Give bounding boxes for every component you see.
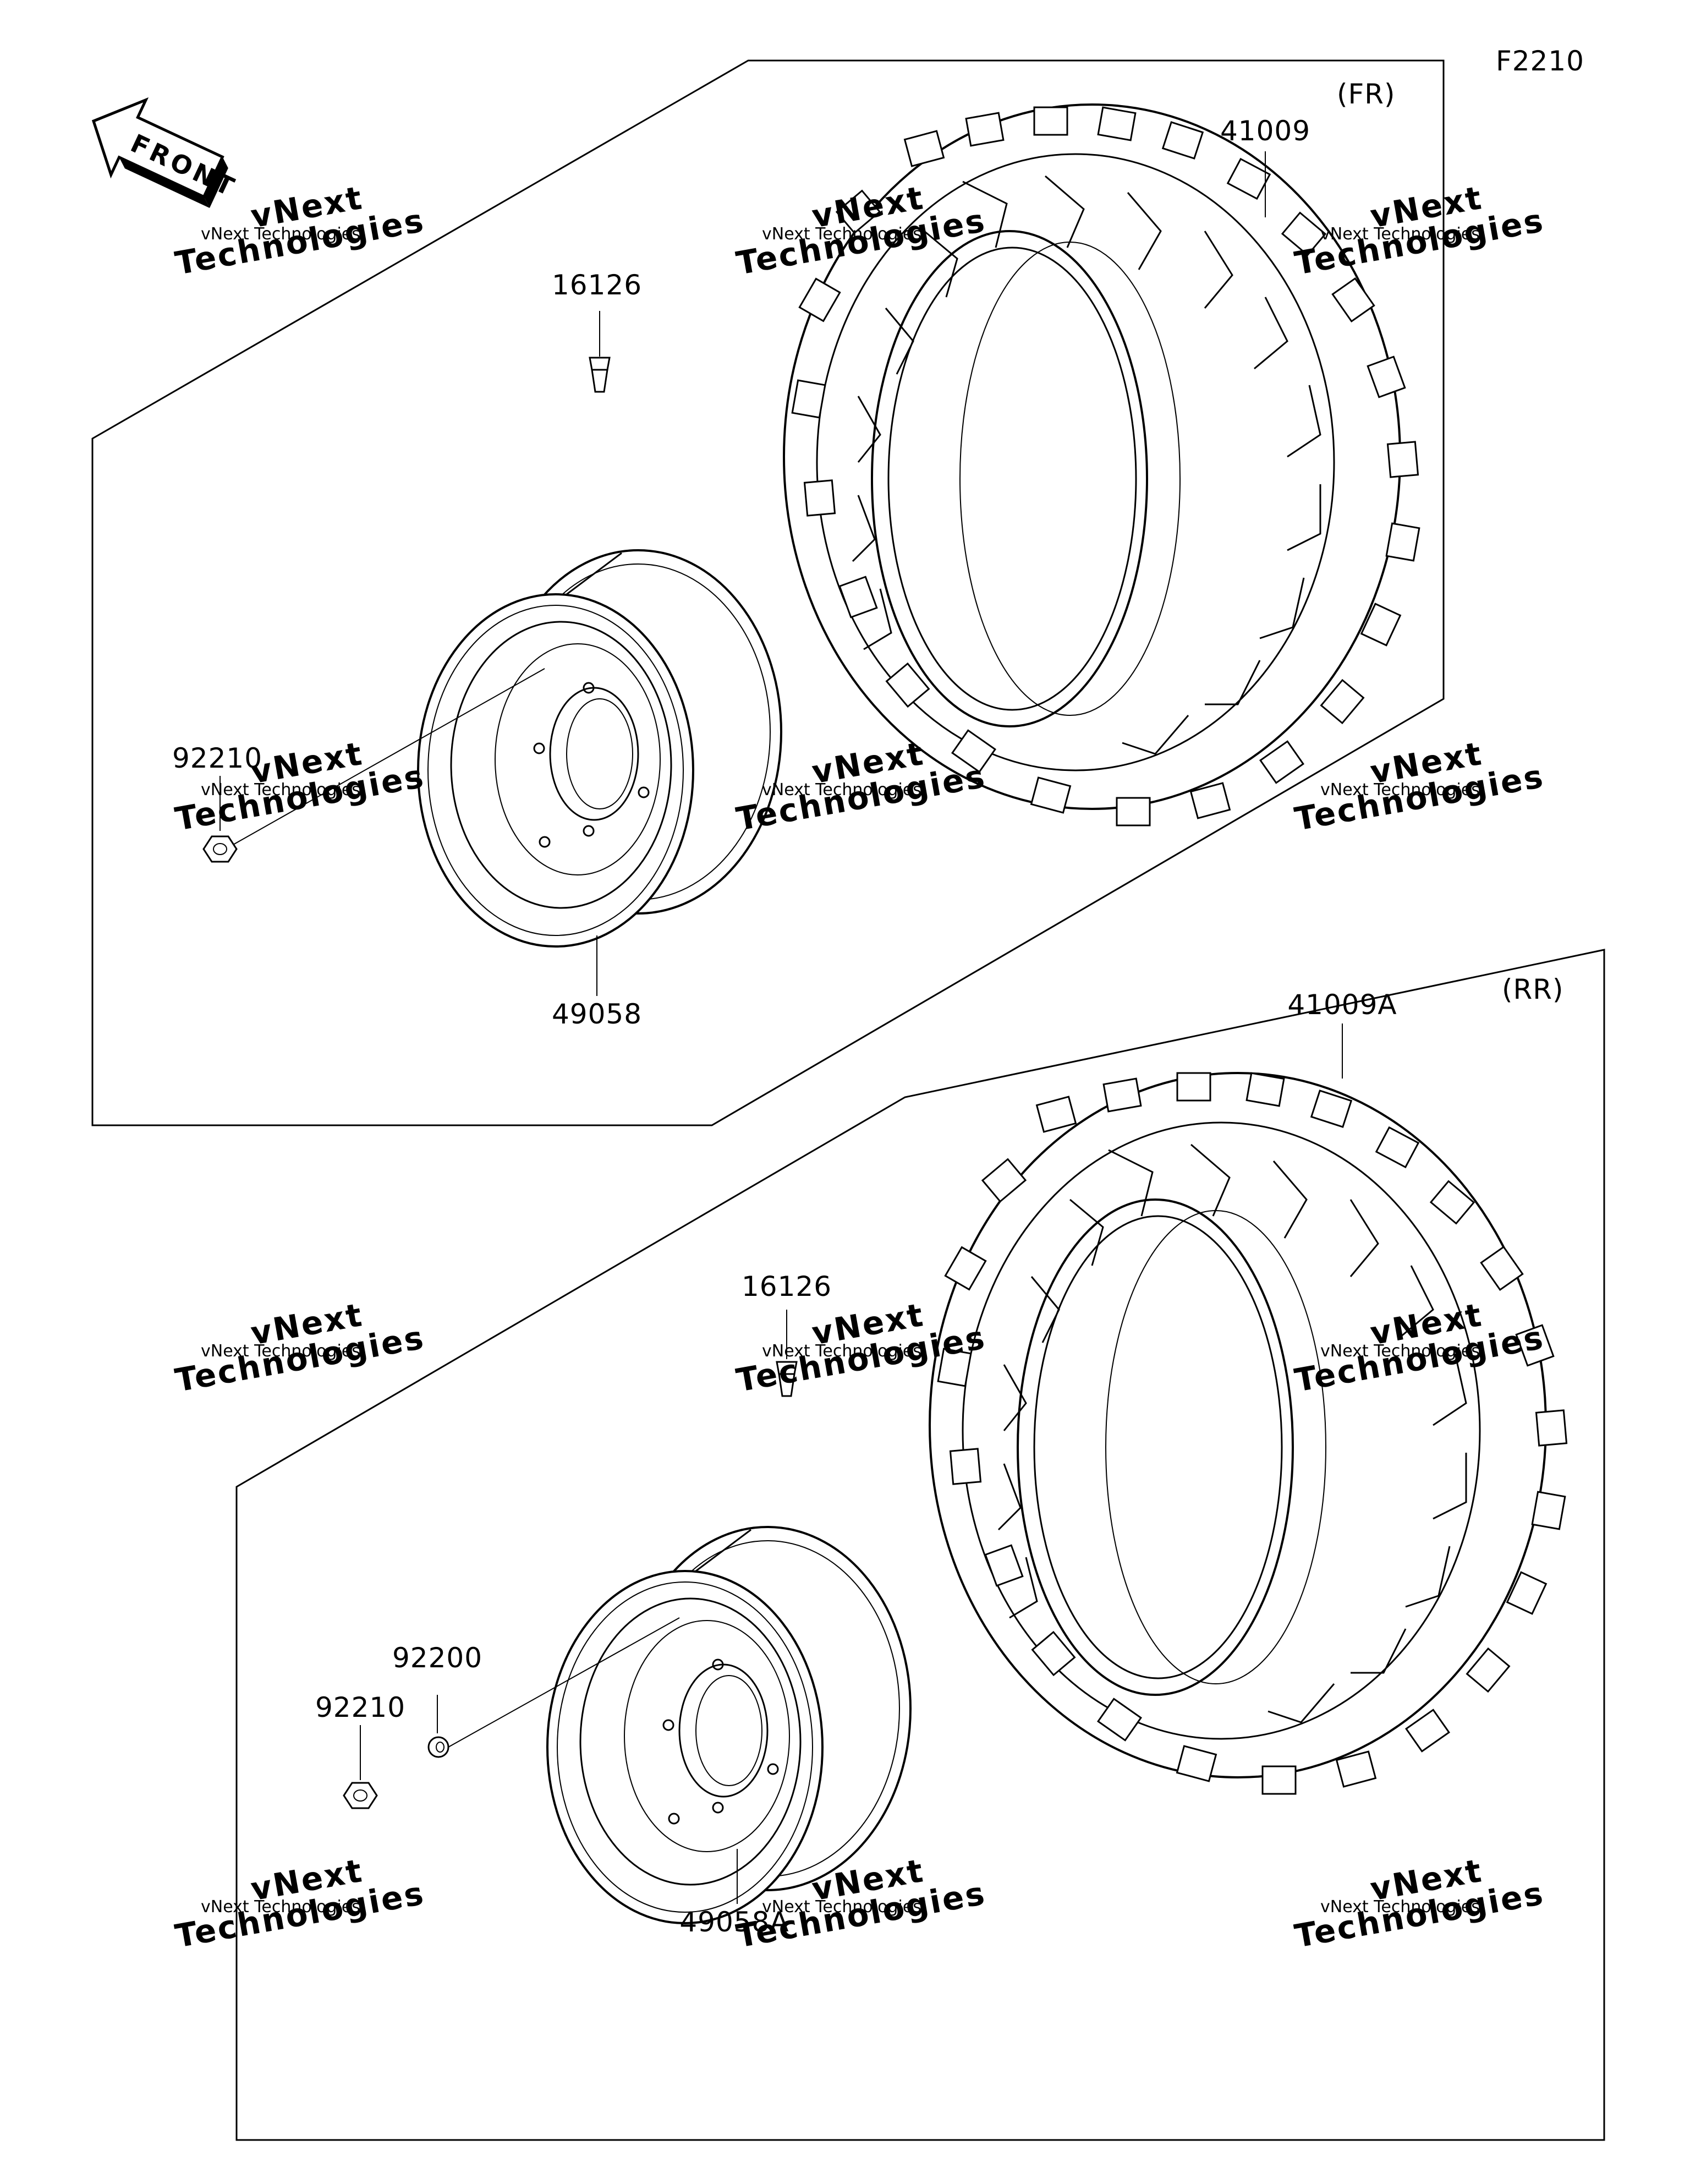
svg-text:vNext Technologies: vNext Technologies	[201, 225, 360, 244]
watermark: Technologies vNext vNext Technologies	[172, 1296, 427, 1399]
rear-group-frame	[235, 949, 1605, 2141]
rear-valve-label: 16126	[742, 1271, 832, 1302]
svg-text:vNext Technologies: vNext Technologies	[1320, 225, 1480, 244]
svg-text:vNext Technologies: vNext Technologies	[762, 225, 921, 244]
watermark: Technologies vNext vNext Technologies	[172, 1852, 427, 1955]
watermark: Technologies vNext vNext Technologies	[1292, 1852, 1547, 1955]
diagram-code: F2210	[1496, 45, 1584, 77]
svg-text:vNext Technologies: vNext Technologies	[1320, 780, 1480, 800]
rear-valve-stem	[776, 1310, 798, 1397]
front-wheel-label: 49058	[552, 998, 642, 1030]
watermark: Technologies vNext vNext Technologies	[1292, 179, 1547, 282]
rear-wheel-label: 49058A	[679, 1906, 789, 1938]
front-tire-label: 41009	[1220, 115, 1310, 147]
rear-nut-label: 92210	[315, 1692, 405, 1723]
svg-text:vNext Technologies: vNext Technologies	[762, 780, 921, 800]
rear-group-label: (RR)	[1502, 973, 1564, 1005]
svg-text:vNext Technologies: vNext Technologies	[201, 780, 360, 800]
rear-tire-label: 41009A	[1287, 989, 1397, 1021]
front-wheel-nut	[202, 835, 238, 863]
svg-text:vNext Technologies: vNext Technologies	[201, 1897, 360, 1917]
rear-washer-label: 92200	[392, 1642, 482, 1674]
rear-wheel-nut	[343, 1782, 378, 1809]
front-valve-label: 16126	[552, 269, 642, 301]
front-group-label: (FR)	[1337, 78, 1396, 110]
rear-wheel-washer	[427, 1736, 449, 1758]
front-wheel-rim	[417, 549, 782, 948]
front-group-frame	[91, 59, 1445, 1126]
svg-text:vNext Technologies: vNext Technologies	[201, 1342, 360, 1361]
svg-text:vNext Technologies: vNext Technologies	[762, 1342, 921, 1361]
watermark: Technologies vNext vNext Technologies	[1292, 735, 1547, 838]
front-valve-stem	[589, 311, 611, 393]
front-direction-arrow-icon: FRONT	[91, 97, 242, 208]
front-tire-tread	[791, 106, 1420, 826]
rear-tire-tread	[937, 1072, 1568, 1795]
svg-text:vNext Technologies: vNext Technologies	[1320, 1897, 1480, 1917]
front-nut-label: 92210	[172, 742, 262, 774]
svg-text:vNext Technologies: vNext Technologies	[1320, 1342, 1480, 1361]
svg-text:vNext Technologies: vNext Technologies	[762, 1897, 921, 1917]
